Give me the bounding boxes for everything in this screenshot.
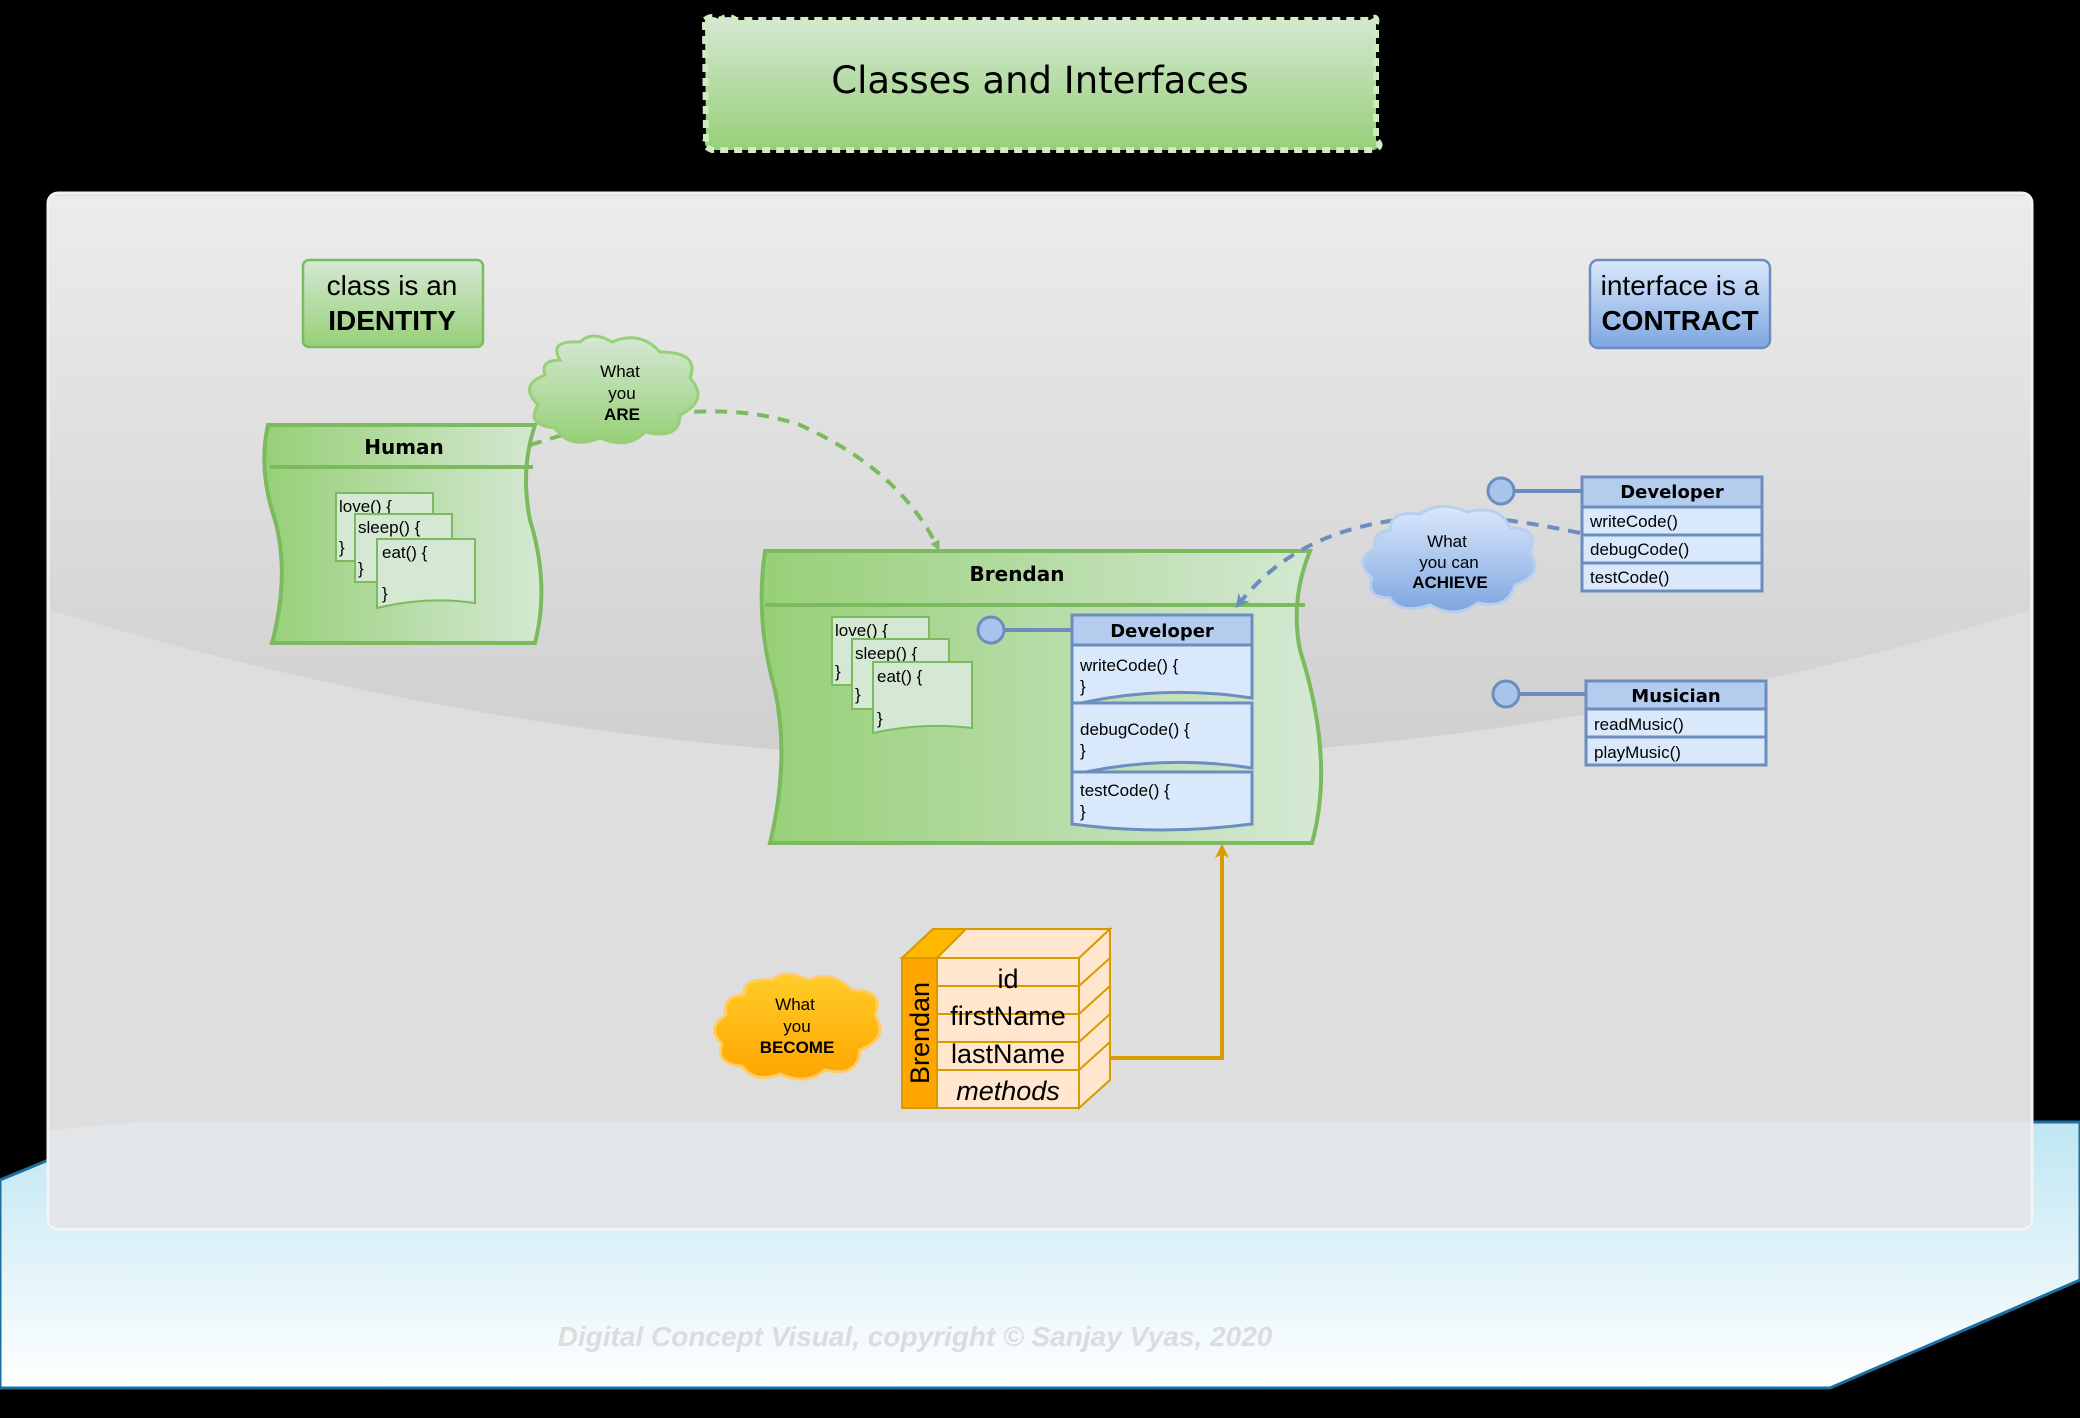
developer-interface-method: testCode() <box>1590 568 1669 587</box>
developer-implementation: Developer writeCode() { } debugCode() { … <box>1070 613 1254 832</box>
page-title: Classes and Interfaces <box>831 59 1248 102</box>
interface-contract-label: interface is a CONTRACT <box>1588 258 1772 350</box>
brendan-method-eat: eat() { } <box>872 661 973 735</box>
developer-impl-write: writeCode() { <box>1079 656 1179 675</box>
svg-text:BECOME: BECOME <box>760 1038 835 1057</box>
svg-text:love() {: love() { <box>339 497 392 516</box>
cloud-what-you-are: What you ARE <box>528 334 700 445</box>
developer-impl-title: Developer <box>1110 621 1214 642</box>
svg-text:What: What <box>600 362 640 381</box>
developer-interface-title: Developer <box>1620 482 1724 503</box>
svg-text:eat() {: eat() { <box>382 543 428 562</box>
svg-text:What: What <box>1427 532 1467 551</box>
svg-text:eat() {: eat() { <box>877 667 923 686</box>
object-field: firstName <box>950 1001 1066 1031</box>
musician-interface-title: Musician <box>1631 686 1720 707</box>
object-field: lastName <box>951 1039 1065 1069</box>
svg-text:}: } <box>1080 677 1086 696</box>
brendan-interface-lollipop <box>976 615 1006 645</box>
musician-interface: Musician readMusic() playMusic() <box>1491 679 1768 767</box>
musician-interface-method: playMusic() <box>1594 743 1681 762</box>
svg-text:What: What <box>775 995 815 1014</box>
developer-interface-method: writeCode() <box>1589 512 1678 531</box>
svg-text:}: } <box>1080 802 1086 821</box>
svg-text:}: } <box>835 662 841 681</box>
svg-text:ARE: ARE <box>604 405 640 424</box>
svg-text:sleep() {: sleep() { <box>855 644 918 663</box>
object-field: id <box>997 964 1018 994</box>
object-name: Brendan <box>905 982 935 1084</box>
svg-text:}: } <box>1080 741 1086 760</box>
brendan-class-title: Brendan <box>970 562 1065 586</box>
svg-text:ACHIEVE: ACHIEVE <box>1412 573 1488 592</box>
class-identity-label: class is an IDENTITY <box>301 258 485 349</box>
cloud-what-you-become: What you BECOME <box>713 972 882 1081</box>
developer-to-brendan-arrow <box>1235 513 1581 609</box>
object-field: methods <box>956 1076 1060 1106</box>
brendan-object: Brendan id firstName lastName methods <box>899 926 1113 1111</box>
developer-interface-method: debugCode() <box>1590 540 1689 559</box>
developer-interface: Developer writeCode() debugCode() testCo… <box>1486 475 1764 593</box>
svg-text:you: you <box>783 1017 810 1036</box>
class-label-line1: class is an <box>327 270 458 301</box>
developer-impl-debug: debugCode() { <box>1080 720 1190 739</box>
svg-text:love() {: love() { <box>835 621 888 640</box>
copyright-footer: Digital Concept Visual, copyright © Sanj… <box>558 1321 1273 1352</box>
human-title: Human <box>364 435 444 459</box>
title-banner: Classes and Interfaces <box>701 14 1383 153</box>
musician-interface-lollipop <box>1491 679 1521 709</box>
object-to-class-arrow <box>1110 844 1229 1060</box>
human-class: Human love() { } sleep() { } eat() { } <box>262 423 544 645</box>
class-label-line2: IDENTITY <box>328 305 456 336</box>
interface-label-line1: interface is a <box>1601 270 1760 301</box>
human-method-eat: eat() { } <box>376 538 476 610</box>
developer-impl-test: testCode() { <box>1080 781 1170 800</box>
svg-text:}: } <box>877 709 883 728</box>
cloud-what-you-can-achieve: What you can ACHIEVE <box>1361 505 1537 614</box>
svg-text:}: } <box>855 685 861 704</box>
svg-text:}: } <box>339 538 345 557</box>
developer-interface-lollipop <box>1486 476 1516 506</box>
svg-text:you can: you can <box>1419 553 1479 572</box>
svg-text:}: } <box>382 584 388 603</box>
musician-interface-method: readMusic() <box>1594 715 1684 734</box>
svg-text:}: } <box>358 559 364 578</box>
interface-label-line2: CONTRACT <box>1601 305 1758 336</box>
svg-text:you: you <box>608 384 635 403</box>
brendan-class: Brendan love() { } sleep() { } eat() { }… <box>759 549 1324 845</box>
svg-text:sleep() {: sleep() { <box>358 518 421 537</box>
